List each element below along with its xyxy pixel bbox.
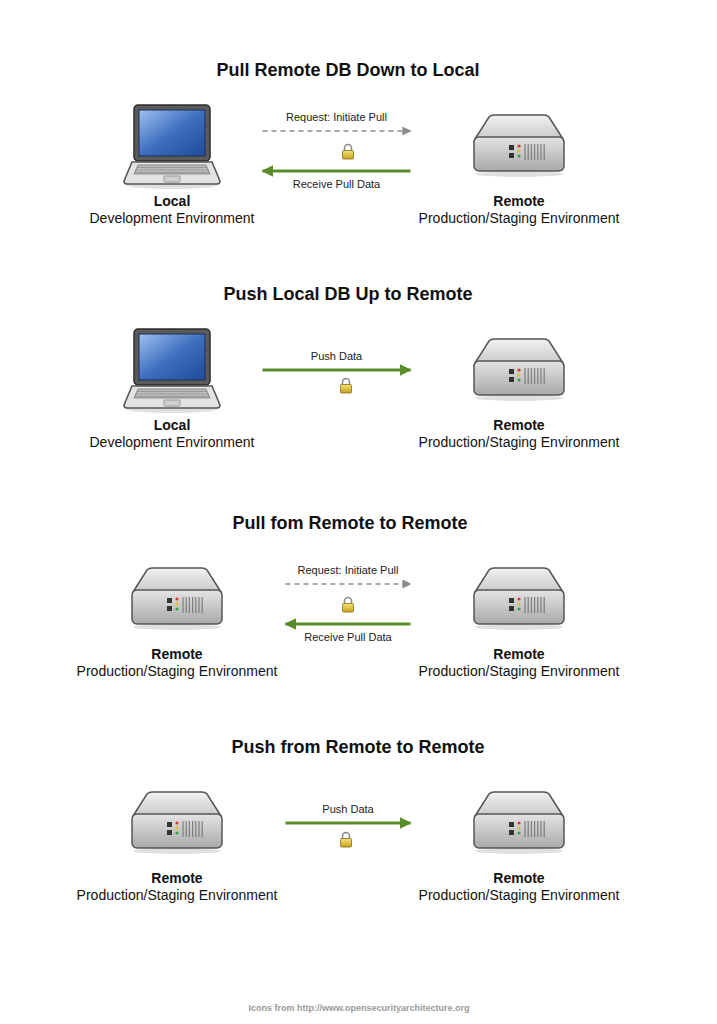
edge-label: Receive Pull Data: [291, 178, 382, 191]
server-node: RemoteProduction/Staging Environment: [417, 325, 622, 451]
server-node: RemoteProduction/Staging Environment: [417, 778, 622, 904]
server-icon: [469, 325, 569, 417]
data-arrow: [263, 369, 411, 372]
section-title: Pull Remote DB Down to Local: [216, 59, 479, 81]
server-icon: [469, 101, 569, 193]
workstation-node: LocalDevelopment Environment: [88, 101, 257, 227]
node-subtitle: Production/Staging Environment: [419, 887, 620, 904]
lock-icon: [343, 145, 354, 160]
edge-label: Request: Initiate Pull: [284, 111, 389, 124]
laptop-icon: [122, 101, 222, 193]
node-heading: Remote: [493, 417, 544, 434]
credit-note: Icons from http://www.opensecurityarchit…: [248, 1003, 469, 1014]
request-arrow: [286, 583, 411, 585]
section-title: Push Local DB Up to Remote: [223, 283, 472, 305]
data-arrow: [263, 170, 411, 173]
edge-label: Push Data: [320, 803, 375, 816]
node-subtitle: Production/Staging Environment: [419, 663, 620, 680]
node-heading: Local: [154, 193, 191, 210]
node-subtitle: Development Environment: [90, 210, 255, 227]
node-heading: Remote: [493, 193, 544, 210]
server-icon: [127, 554, 227, 646]
request-arrow: [263, 130, 411, 132]
edge-label: Request: Initiate Pull: [296, 564, 401, 577]
node-heading: Remote: [493, 646, 544, 663]
node-subtitle: Production/Staging Environment: [419, 210, 620, 227]
node-heading: Local: [154, 417, 191, 434]
server-node: RemoteProduction/Staging Environment: [417, 101, 622, 227]
edge-label: Receive Pull Data: [302, 631, 393, 644]
server-node: RemoteProduction/Staging Environment: [417, 554, 622, 680]
node-heading: Remote: [493, 870, 544, 887]
lock-icon: [341, 379, 352, 394]
section-title: Push from Remote to Remote: [231, 736, 484, 758]
node-heading: Remote: [151, 646, 202, 663]
server-node: RemoteProduction/Staging Environment: [75, 554, 280, 680]
node-subtitle: Development Environment: [90, 434, 255, 451]
node-subtitle: Production/Staging Environment: [419, 434, 620, 451]
data-arrow: [286, 822, 411, 825]
server-icon: [469, 554, 569, 646]
node-subtitle: Production/Staging Environment: [77, 663, 278, 680]
laptop-icon: [122, 325, 222, 417]
section-title: Pull fom Remote to Remote: [232, 512, 467, 534]
node-subtitle: Production/Staging Environment: [77, 887, 278, 904]
edge-label: Push Data: [309, 350, 364, 363]
lock-icon: [341, 833, 352, 848]
data-arrow: [286, 623, 411, 626]
lock-icon: [343, 598, 354, 613]
workstation-node: LocalDevelopment Environment: [88, 325, 257, 451]
node-heading: Remote: [151, 870, 202, 887]
server-node: RemoteProduction/Staging Environment: [75, 778, 280, 904]
server-icon: [127, 778, 227, 870]
server-icon: [469, 778, 569, 870]
